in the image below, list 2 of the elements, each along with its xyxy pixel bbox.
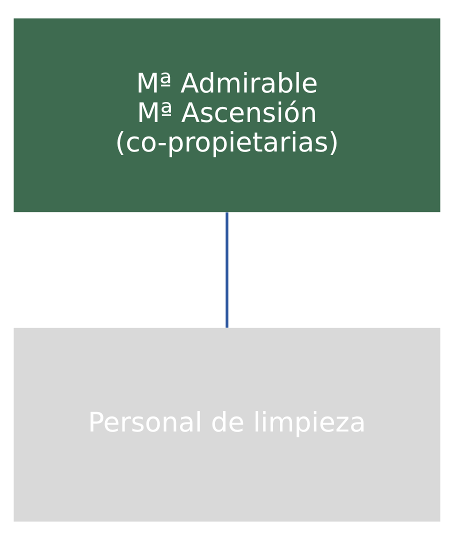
node-box: Mª Admirable Mª Ascensión (co-propietarias) (14, 18, 440, 212)
connector (226, 212, 228, 328)
